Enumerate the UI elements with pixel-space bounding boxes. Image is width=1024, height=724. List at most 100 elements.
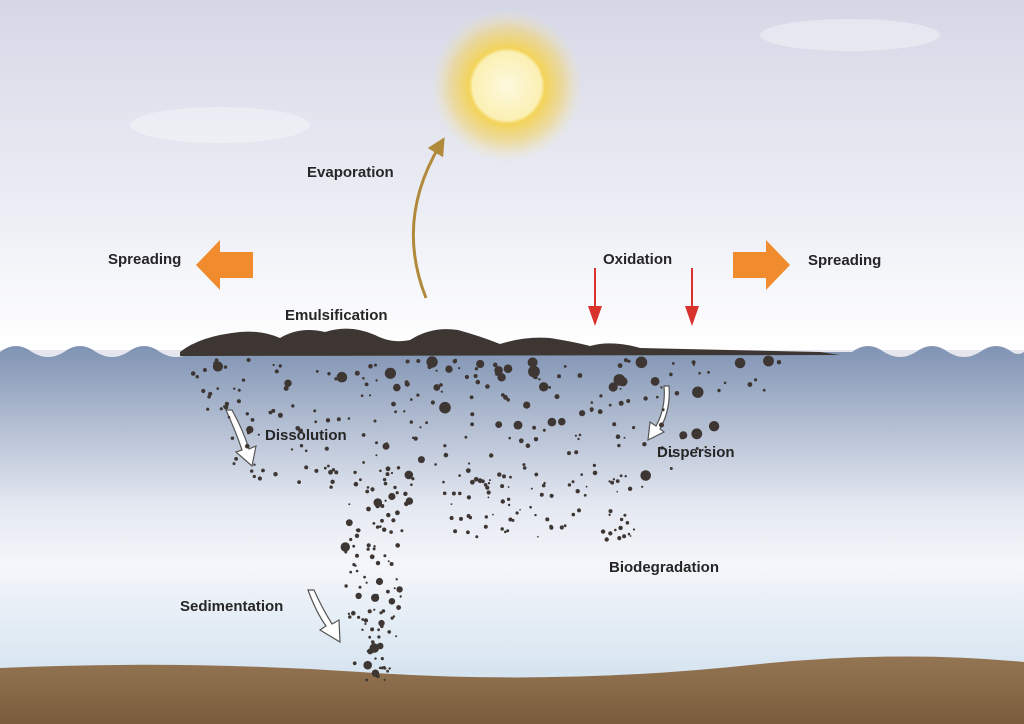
oil-droplet [380,624,384,629]
oil-droplet [539,382,549,392]
oil-droplet [328,469,333,475]
oil-droplet [469,395,474,400]
oil-droplet [253,463,256,466]
oil-droplet [669,467,673,470]
oil-droplet [336,371,348,383]
oil-droplet [351,610,356,616]
oil-droplet [355,553,359,558]
oil-droplet [393,485,397,490]
oil-slick [180,328,840,356]
oil-droplet [476,359,485,369]
oil-droplet [484,515,488,519]
oil-droplet [506,497,511,501]
oil-droplet [470,412,475,417]
oil-droplet [494,366,503,375]
spreading-right-label: Spreading [808,252,882,269]
oil-droplet [252,474,256,479]
oil-droplet [234,457,239,461]
oil-droplet [485,485,490,490]
oil-droplet [707,370,710,374]
oil-droplet [659,422,664,428]
oil-droplet [250,469,254,473]
emulsification-label: Emulsification [285,307,388,324]
oil-droplet [452,359,457,364]
oil-droplet [385,466,391,472]
oil-droplet [227,415,231,419]
oil-droplet [373,419,377,423]
oil-droplet [364,622,367,626]
oil-droplet [500,499,505,504]
oil-droplet [410,483,413,487]
oil-droplet [575,489,580,494]
oil-droplet [347,417,351,420]
oil-droplet [395,578,398,581]
oil-droplet [627,486,633,491]
oil-droplet [360,394,364,398]
oil-droplet [522,466,527,470]
oil-droplet [411,477,415,481]
oil-droplet [439,401,451,414]
oil-droplet [656,395,659,399]
oil-droplet [380,518,384,523]
oil-droplet [495,421,503,428]
oil-droplet [475,535,479,539]
oil-droplet [508,436,512,440]
oil-droplet [245,412,249,416]
oil-droplet [325,418,331,423]
oil-droplet [274,369,279,374]
oil-droplet [371,640,375,644]
oil-droplet [522,463,526,467]
dissolution-label: Dissolution [265,427,347,444]
oil-droplet [390,616,394,620]
oil-droplet [372,522,376,525]
oil-droplet [604,537,609,542]
sun-icon [431,10,583,162]
oil-droplet [518,438,524,444]
oil-droplet [468,462,471,465]
oil-droplet [222,405,226,408]
oil-droplet [533,437,539,442]
oil-droplet [443,444,447,448]
oil-droplet [241,378,246,382]
oil-droplet [563,365,567,368]
oil-droplet [635,356,648,369]
oil-droplet [368,394,372,397]
oil-droplet [617,363,623,368]
oil-droplet [379,611,383,615]
oil-droplet [366,543,371,548]
oil-droplet [488,479,491,482]
sea-water [0,346,1024,700]
oil-droplet [268,410,273,415]
oil-droplet [373,498,383,507]
oil-droplet [547,417,557,427]
oil-droplet [386,512,391,518]
oil-droplet [623,513,627,517]
oil-droplet [384,499,387,502]
oil-droplet [291,404,295,408]
oil-droplet [202,368,207,372]
oil-droplet [355,528,359,532]
oil-droplet [567,451,571,456]
oil-droplet [377,635,381,639]
oil-droplet [366,486,370,489]
oil-droplet [404,381,410,387]
oil-droplet [331,468,336,472]
oil-droplet [617,536,622,541]
oil-droplet [375,560,381,566]
oil-droplet [466,530,470,535]
oxidation-arrow [685,268,699,326]
oil-droplet [532,425,536,430]
oil-droplet [487,496,490,499]
oil-droplet [219,407,223,411]
oil-droplet [459,516,463,521]
oil-droplet [692,386,704,398]
oil-droplet [389,562,394,566]
oil-droplet [563,524,567,528]
oil-droplet [334,470,339,475]
oil-droplet [458,367,461,370]
oil-droplet [361,433,366,437]
oil-droplet [381,609,386,613]
evaporation-arrow [411,137,445,299]
sedimentation-label: Sedimentation [180,598,284,615]
